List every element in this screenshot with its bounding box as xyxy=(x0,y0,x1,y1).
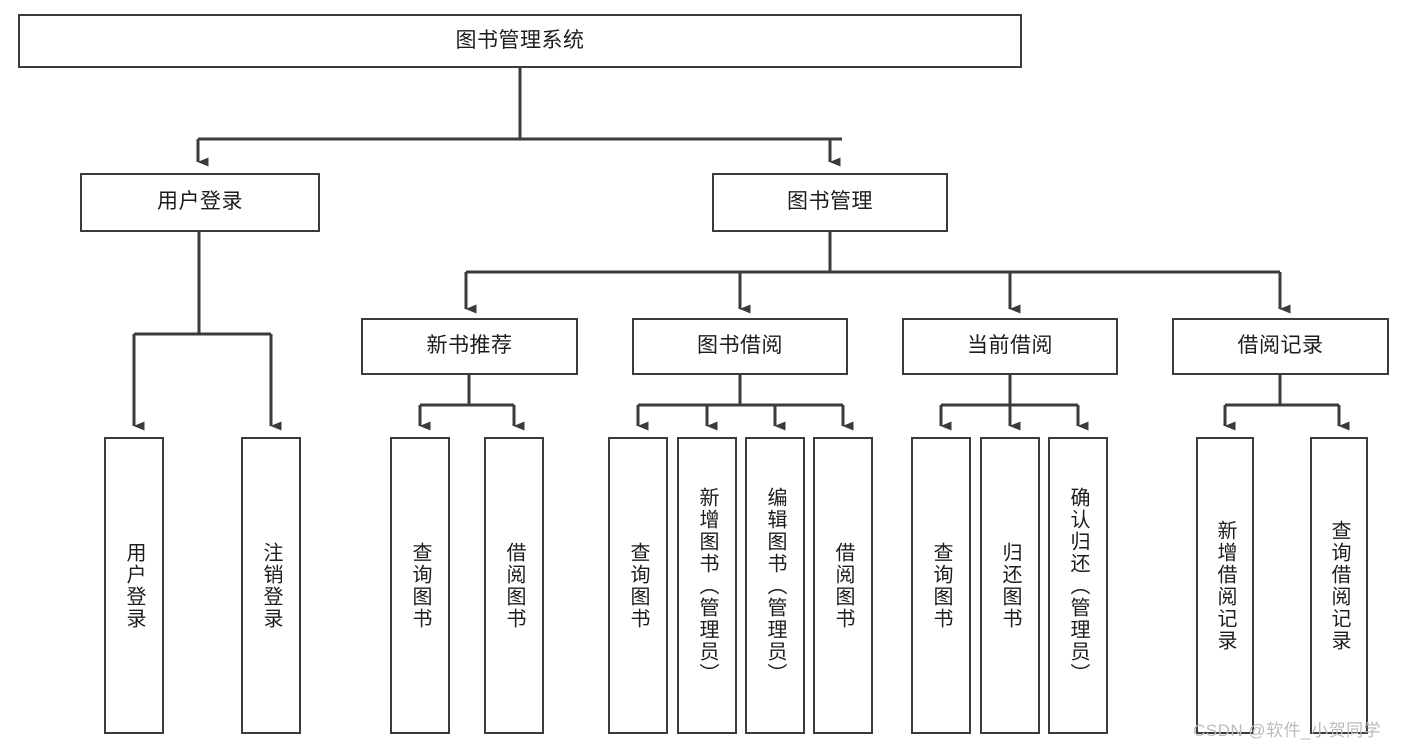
leaf-borrowrecord-query-record-label: 查询借阅记录 xyxy=(1328,519,1350,652)
leaf-user-login[interactable]: 用户登录 xyxy=(104,437,164,734)
leaf-bookborrow-borrow-book-label: 借阅图书 xyxy=(832,541,854,630)
node-borrow-record[interactable]: 借阅记录 xyxy=(1172,318,1389,375)
leaf-borrowrecord-query-record[interactable]: 查询借阅记录 xyxy=(1310,437,1368,734)
leaf-newbook-borrow-book[interactable]: 借阅图书 xyxy=(484,437,544,734)
leaf-newbook-query-book-label: 查询图书 xyxy=(409,541,431,630)
node-user-login[interactable]: 用户登录 xyxy=(80,173,320,232)
leaf-bookborrow-edit-book[interactable]: 编辑图书（管理员） xyxy=(745,437,805,734)
leaf-currentborrow-return-book-label: 归还图书 xyxy=(999,541,1021,630)
leaf-currentborrow-confirm-return-label: 确认归还（管理员） xyxy=(1067,486,1089,685)
node-new-book-recommend-label: 新书推荐 xyxy=(426,334,513,358)
leaf-logout-label: 注销登录 xyxy=(260,541,282,630)
leaf-bookborrow-query-book[interactable]: 查询图书 xyxy=(608,437,668,734)
leaf-bookborrow-add-book[interactable]: 新增图书（管理员） xyxy=(677,437,737,734)
node-new-book-recommend[interactable]: 新书推荐 xyxy=(361,318,578,375)
node-root-system-label: 图书管理系统 xyxy=(455,28,585,52)
leaf-user-login-label: 用户登录 xyxy=(123,541,145,630)
node-current-borrow[interactable]: 当前借阅 xyxy=(902,318,1118,375)
leaf-newbook-borrow-book-label: 借阅图书 xyxy=(503,541,525,630)
leaf-bookborrow-borrow-book[interactable]: 借阅图书 xyxy=(813,437,873,734)
leaf-bookborrow-add-book-label: 新增图书（管理员） xyxy=(696,486,718,685)
node-book-borrow[interactable]: 图书借阅 xyxy=(632,318,848,375)
node-book-management-label: 图书管理 xyxy=(787,190,873,214)
node-current-borrow-label: 当前借阅 xyxy=(967,334,1053,358)
node-book-borrow-label: 图书借阅 xyxy=(697,334,783,358)
leaf-borrowrecord-add-record[interactable]: 新增借阅记录 xyxy=(1196,437,1254,734)
leaf-bookborrow-query-book-label: 查询图书 xyxy=(627,541,649,630)
leaf-logout[interactable]: 注销登录 xyxy=(241,437,301,734)
leaf-borrowrecord-add-record-label: 新增借阅记录 xyxy=(1214,519,1236,652)
leaf-currentborrow-query-book[interactable]: 查询图书 xyxy=(911,437,971,734)
leaf-newbook-query-book[interactable]: 查询图书 xyxy=(390,437,450,734)
leaf-currentborrow-query-book-label: 查询图书 xyxy=(930,541,952,630)
leaf-currentborrow-return-book[interactable]: 归还图书 xyxy=(980,437,1040,734)
node-user-login-label: 用户登录 xyxy=(157,190,243,214)
node-book-management[interactable]: 图书管理 xyxy=(712,173,948,232)
node-borrow-record-label: 借阅记录 xyxy=(1237,334,1324,358)
node-root-system[interactable]: 图书管理系统 xyxy=(18,14,1022,68)
leaf-currentborrow-confirm-return[interactable]: 确认归还（管理员） xyxy=(1048,437,1108,734)
leaf-bookborrow-edit-book-label: 编辑图书（管理员） xyxy=(764,486,786,685)
